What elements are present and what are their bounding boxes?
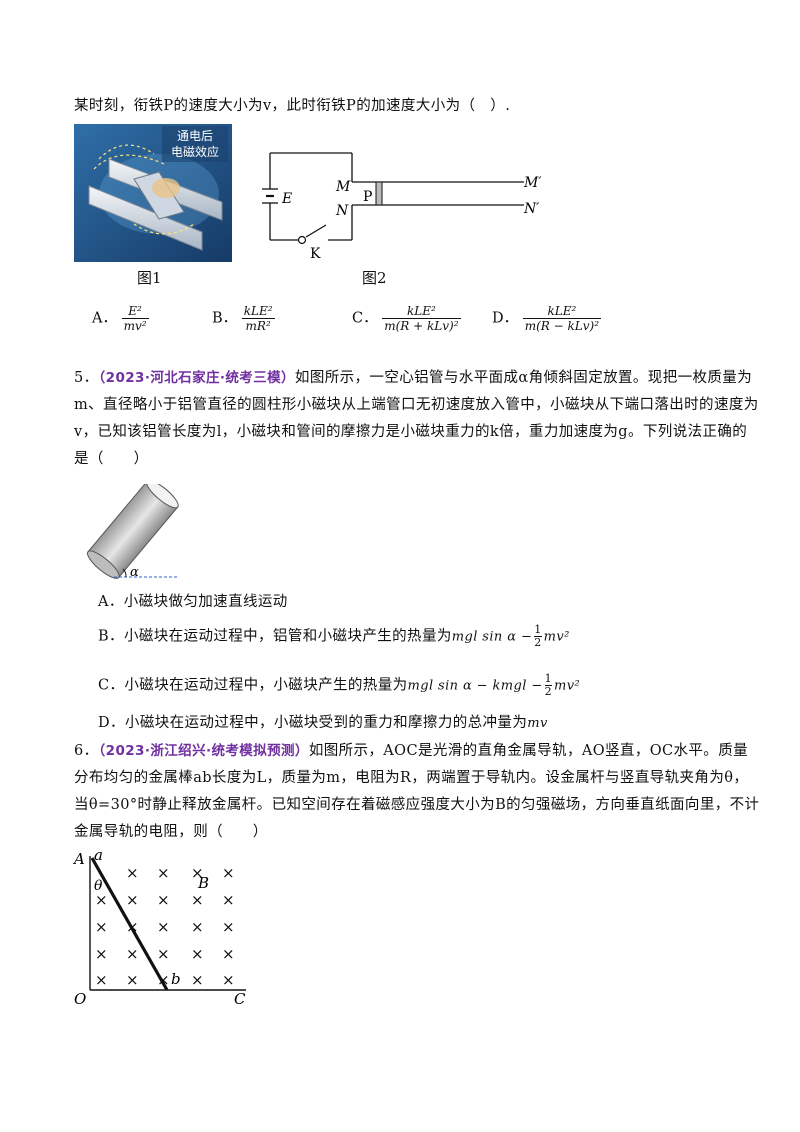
- fig-label-C: C: [234, 990, 246, 1008]
- q4-figure-1: 通电后 电磁效应: [74, 124, 232, 262]
- field-cross-mark: ×: [191, 891, 204, 909]
- q5-option-c-expr: mgl sin α − kmgl −: [407, 678, 543, 694]
- fig-label-A: A: [72, 850, 85, 868]
- field-cross-mark: ×: [126, 891, 139, 909]
- field-cross-mark: ×: [222, 891, 235, 909]
- circuit-label-Nprime: N′: [523, 201, 540, 217]
- q5-number: 5．: [74, 370, 99, 386]
- field-cross-mark: ×: [191, 945, 204, 963]
- field-cross-mark: ×: [95, 971, 108, 989]
- option-a-numerator: E²: [121, 304, 149, 319]
- q5-option-c-tail: mv²: [554, 678, 581, 694]
- circuit-label-M: M: [335, 179, 351, 195]
- field-cross-mark: ×: [95, 891, 108, 909]
- q5-option-c-text: C．小磁块在运动过程中，小磁块产生的热量为: [98, 677, 408, 694]
- field-cross-mark: ×: [95, 918, 108, 936]
- q5-stem-line-2: m、直径略小于铝管直径的圆柱形小磁块从上端管口无初速度放入管中，小磁块从下端口落…: [74, 397, 759, 413]
- q5-stem-line-3: v，已知该铝管长度为l，小磁块和管间的摩擦力是小磁块重力的k倍，重力加速度为g。…: [74, 424, 748, 440]
- q5-source: （2023·河北石家庄·统考三模）: [98, 370, 295, 386]
- q6-source: （2023·浙江绍兴·统考模拟预测）: [98, 743, 309, 759]
- field-cross-mark: ×: [222, 971, 235, 989]
- q5-option-d[interactable]: D．小磁块在运动过程中，小磁块受到的重力和摩擦力的总冲量为mv: [98, 712, 548, 735]
- q5-figure-tube: α: [74, 480, 194, 584]
- option-d-denominator: m(R − kLv)²: [524, 319, 600, 333]
- q6-stem-line-1: 6．（2023·浙江绍兴·统考模拟预测）如图所示，AOC是光滑的直角金属导轨，A…: [74, 740, 748, 762]
- field-cross-mark: ×: [126, 864, 139, 882]
- q4-figure-2-circuit: E M N P M′ N′ K: [262, 145, 552, 265]
- field-cross-mark: ×: [126, 971, 139, 989]
- fig1-callout-line2: 电磁效应: [171, 144, 219, 159]
- fig1-caption: 图1: [137, 269, 162, 287]
- field-cross-mark: ×: [157, 945, 170, 963]
- option-label: B．: [212, 310, 238, 327]
- option-label: C．: [352, 310, 378, 327]
- q6-stem-line-4: 金属导轨的电阻，则（ ）: [74, 824, 268, 840]
- field-cross-mark: ×: [191, 971, 204, 989]
- field-cross-mark: ×: [222, 918, 235, 936]
- field-cross-mark: ×: [126, 945, 139, 963]
- q5-angle-label: α: [130, 565, 139, 580]
- q6-number: 6．: [74, 743, 99, 759]
- field-cross-mark: ×: [157, 971, 170, 989]
- q5-stem-line-4: 是（ ）: [74, 451, 149, 467]
- option-a-denominator: mv²: [123, 319, 147, 333]
- option-label: D．: [492, 310, 519, 327]
- field-cross-mark: ×: [191, 864, 204, 882]
- circuit-label-K: K: [310, 246, 321, 262]
- circuit-label-P: P: [363, 189, 372, 205]
- fig2-caption: 图2: [362, 269, 387, 287]
- option-c-numerator: kLE²: [382, 304, 461, 319]
- q5-text-1: 如图所示，一空心铝管与水平面成α角倾斜固定放置。现把一枚质量为: [294, 370, 753, 386]
- option-d-numerator: kLE²: [522, 304, 602, 319]
- fig-label-b: b: [171, 970, 181, 988]
- field-cross-mark: ×: [157, 864, 170, 882]
- option-b-denominator: mR²: [245, 319, 271, 333]
- field-cross-mark: ×: [157, 918, 170, 936]
- q4-stem-line: 某时刻，衔铁P的速度大小为v，此时衔铁P的加速度大小为（ ）.: [74, 98, 511, 114]
- field-cross-mark: ×: [191, 918, 204, 936]
- option-c-denominator: m(R + kLv)²: [384, 319, 459, 333]
- fig-label-B: B: [197, 874, 209, 892]
- q5-option-d-expr: mv: [527, 716, 548, 731]
- q5-option-b-tail: mv²: [543, 629, 570, 645]
- q5-option-b-text: B．小磁块在运动过程中，铝管和小磁块产生的热量为: [98, 628, 452, 645]
- fig1-callout-line1: 通电后: [177, 129, 213, 143]
- option-b-numerator: kLE²: [241, 304, 275, 319]
- circuit-label-N: N: [335, 203, 349, 219]
- field-cross-mark: ×: [126, 918, 139, 936]
- q5-stem-line-1: 5．（2023·河北石家庄·统考三模）如图所示，一空心铝管与水平面成α角倾斜固定…: [74, 367, 752, 389]
- circuit-label-E: E: [281, 191, 292, 207]
- q5-option-d-text: D．小磁块在运动过程中，小磁块受到的重力和摩擦力的总冲量为: [98, 715, 528, 731]
- circuit-label-Mprime: M′: [523, 175, 542, 191]
- q5-option-b-expr: mgl sin α −: [451, 629, 533, 645]
- field-cross-mark: ×: [222, 864, 235, 882]
- fig-label-theta: θ: [94, 878, 103, 894]
- q6-figure-rail: × × × × × × × × × × × × × × × × × × × × × × × × A a θ B b O C: [68, 846, 258, 1010]
- field-cross-mark: ×: [222, 945, 235, 963]
- field-cross-mark: ×: [157, 891, 170, 909]
- fig-label-a: a: [94, 848, 103, 864]
- field-cross-mark: ×: [95, 945, 108, 963]
- q6-text-1: 如图所示，AOC是光滑的直角金属导轨，AO竖直，OC水平。质量: [308, 743, 749, 759]
- q5-option-a[interactable]: A．小磁块做匀加速直线运动: [98, 594, 288, 610]
- fig-label-O: O: [74, 990, 86, 1008]
- q6-stem-line-2: 分布均匀的金属棒ab长度为L，质量为m，电阻为R，两端置于导轨内。设金属杆与竖直…: [74, 770, 749, 786]
- q5-option-c[interactable]: C．小磁块在运动过程中，小磁块产生的热量为mgl sin α − kmgl −1…: [98, 673, 580, 698]
- option-label: A．: [92, 310, 117, 327]
- q6-stem-line-3: 当θ=30°时静止释放金属杆。已知空间存在着磁感应强度大小为B的匀强磁场，方向垂…: [74, 797, 760, 813]
